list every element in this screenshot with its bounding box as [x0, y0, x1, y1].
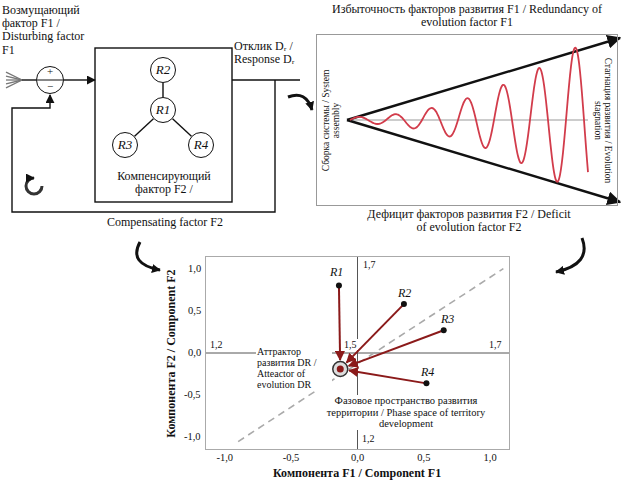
- trajectory-arrow: [339, 286, 340, 361]
- node-label: R2: [156, 63, 170, 77]
- axis-note: Стагнация развития / Evolution stagnatio…: [593, 55, 614, 185]
- flow-arrow: [288, 95, 312, 110]
- state-point: [441, 327, 447, 333]
- feedback-label: Компенсирующий фактор F2 /: [100, 170, 228, 196]
- axis-note: Сборка системы / System assembly: [321, 55, 342, 185]
- phase-plot: R1R2R3R41,71,21,51,71,2Аттрактор развити…: [205, 256, 510, 450]
- axis-title: Компонента F2 / Component F2: [165, 253, 178, 453]
- evolution-panel: Избыточность факторов развития F1 / Redu…: [316, 34, 618, 206]
- point-label: R4: [420, 366, 435, 379]
- tick-label: 0,0: [351, 452, 364, 464]
- oscillation-curve: [350, 48, 588, 182]
- summing-junction: +−: [36, 66, 64, 94]
- point-label: R2: [397, 287, 412, 300]
- value-label: 1,7: [362, 259, 377, 270]
- tick-label: -1,0: [184, 431, 201, 443]
- flow-arrow: [556, 238, 584, 272]
- response-line: [232, 79, 300, 80]
- signal-line: [64, 79, 95, 80]
- sign: +: [47, 65, 53, 77]
- state-point: [423, 380, 429, 386]
- flow-arrow: [137, 242, 160, 270]
- link-line: [173, 119, 192, 136]
- feedback-loop: [12, 80, 275, 212]
- tick-label: 1,0: [188, 263, 201, 275]
- trajectory-arrow: [347, 304, 404, 363]
- region-node: R1: [150, 97, 176, 123]
- tick-label: -0,5: [184, 389, 201, 401]
- region-node: R4: [188, 132, 214, 158]
- baseline: [347, 120, 588, 121]
- tick-label: 0,5: [188, 305, 201, 317]
- value-label: 1,7: [488, 339, 503, 350]
- deficit-arrow: [347, 120, 620, 202]
- input-label: Возмущающий фактор F1 / Disturbing facto…: [2, 4, 98, 57]
- link-line: [135, 119, 154, 136]
- value-label: 1,5: [343, 339, 358, 350]
- input-line: [22, 79, 36, 80]
- trajectory-arrow: [349, 371, 426, 384]
- redundancy-arrow: [347, 38, 620, 120]
- feedback-label: Compensating factor F2: [80, 216, 250, 229]
- tick-label: 0,0: [188, 347, 201, 359]
- node-label: R1: [156, 103, 170, 117]
- tick-label: 0,5: [417, 452, 430, 464]
- attractor-core: [337, 366, 344, 373]
- attractor-ring: [333, 362, 348, 377]
- value-label: 1,2: [361, 433, 376, 444]
- attractor-label: Аттрактор развития DR / Atteactor of evo…: [256, 346, 332, 390]
- disturbance-brush: [6, 76, 22, 80]
- link-line: [162, 83, 163, 97]
- region-node: R3: [112, 132, 138, 158]
- state-point: [401, 301, 407, 307]
- region-node: R2: [150, 57, 176, 83]
- disturbance-brush: [6, 80, 22, 88]
- point-label: R1: [329, 266, 344, 279]
- feedback-icon: [26, 178, 42, 194]
- output-label: Отклик Dᵣ / Response Dᵣ: [234, 40, 308, 66]
- state-point: [336, 283, 342, 289]
- node-label: R4: [194, 138, 208, 152]
- panel-heading: Дефицит факторов развития F2 / Deficit o…: [366, 208, 572, 234]
- trajectory-arrow: [349, 330, 444, 366]
- tick-label: -1,0: [216, 452, 233, 464]
- diagonal-line: [238, 269, 503, 442]
- sign: −: [47, 80, 53, 92]
- region-label: Фазовое пространство развития территории…: [325, 395, 487, 430]
- panel-heading: Избыточность факторов развития F1 / Redu…: [316, 3, 618, 29]
- axis-title: Компонента F1 / Component F1: [273, 467, 441, 480]
- tick-label: 1,0: [484, 452, 497, 464]
- disturbance-brush: [6, 72, 22, 80]
- system-box: [95, 48, 232, 202]
- tick-label: -0,5: [283, 452, 300, 464]
- node-label: R3: [118, 138, 132, 152]
- point-label: R3: [440, 313, 455, 326]
- value-label: 1,2: [209, 339, 224, 350]
